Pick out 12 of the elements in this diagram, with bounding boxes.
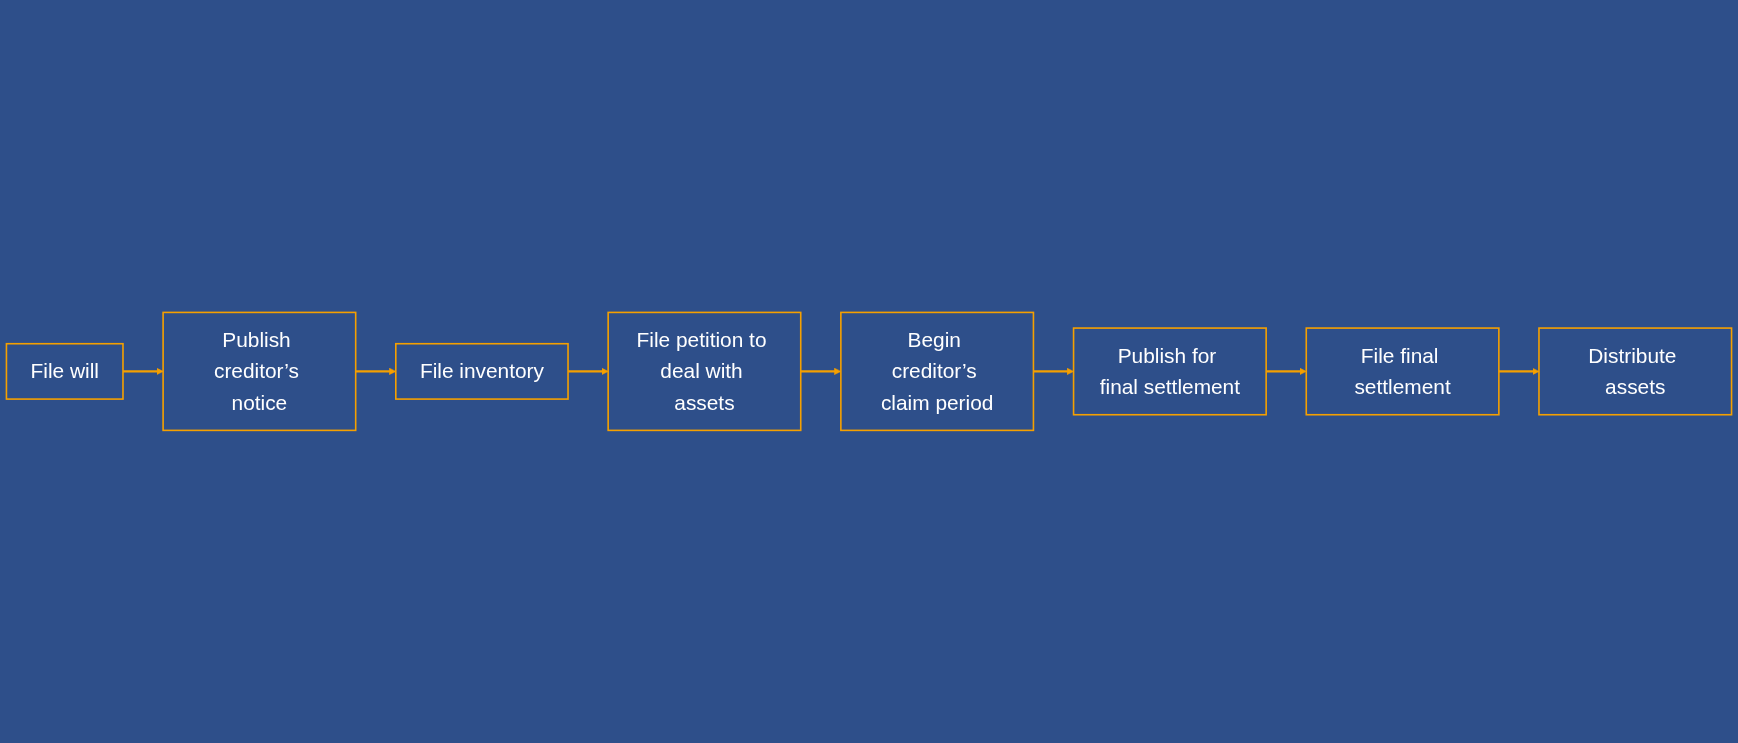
node-box: File inventory [395,343,569,400]
node-box: Publish for final settlement [1072,327,1267,416]
node-box: File final settlement [1305,327,1500,416]
node-box: Distribute assets [1538,327,1733,416]
node-box: Publish creditor’s notice [162,311,357,432]
arrow [123,367,164,375]
arrow [1033,367,1074,375]
arrow [1266,367,1307,375]
node-box: Begin creditor’s claim period [840,311,1035,432]
node-box: File petition to deal with assets [607,311,802,432]
node-box: File will [5,343,124,400]
arrow [568,367,609,375]
